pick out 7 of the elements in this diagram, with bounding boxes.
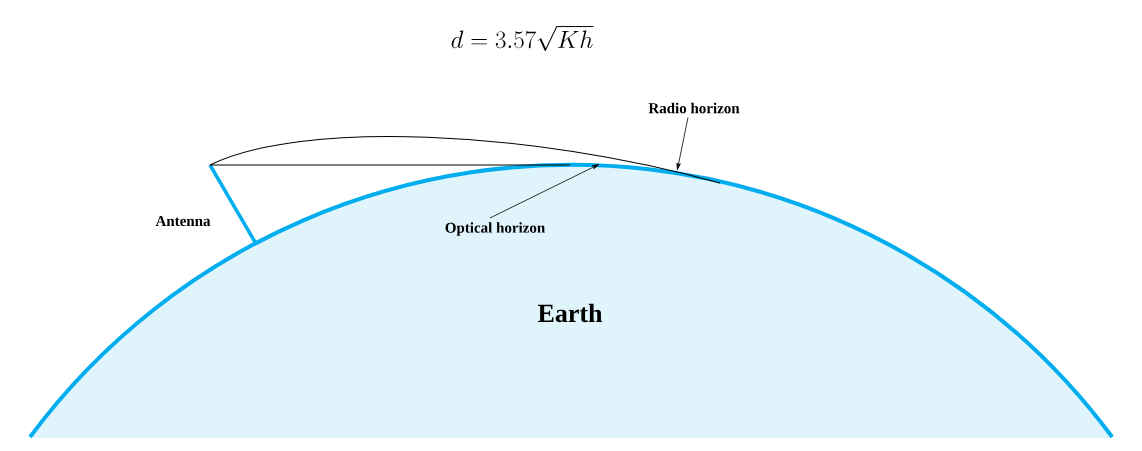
optical-horizon-label: Optical horizon xyxy=(445,222,545,236)
radio-horizon-label: Radio horizon xyxy=(648,102,740,114)
formula: $d = 3.57\sqrt{Kh}$ xyxy=(451,26,594,51)
antenna-label: Antenna xyxy=(155,216,211,226)
earth-label: Earth xyxy=(537,303,603,323)
leader-line xyxy=(489,163,600,219)
leader-line xyxy=(676,117,689,171)
